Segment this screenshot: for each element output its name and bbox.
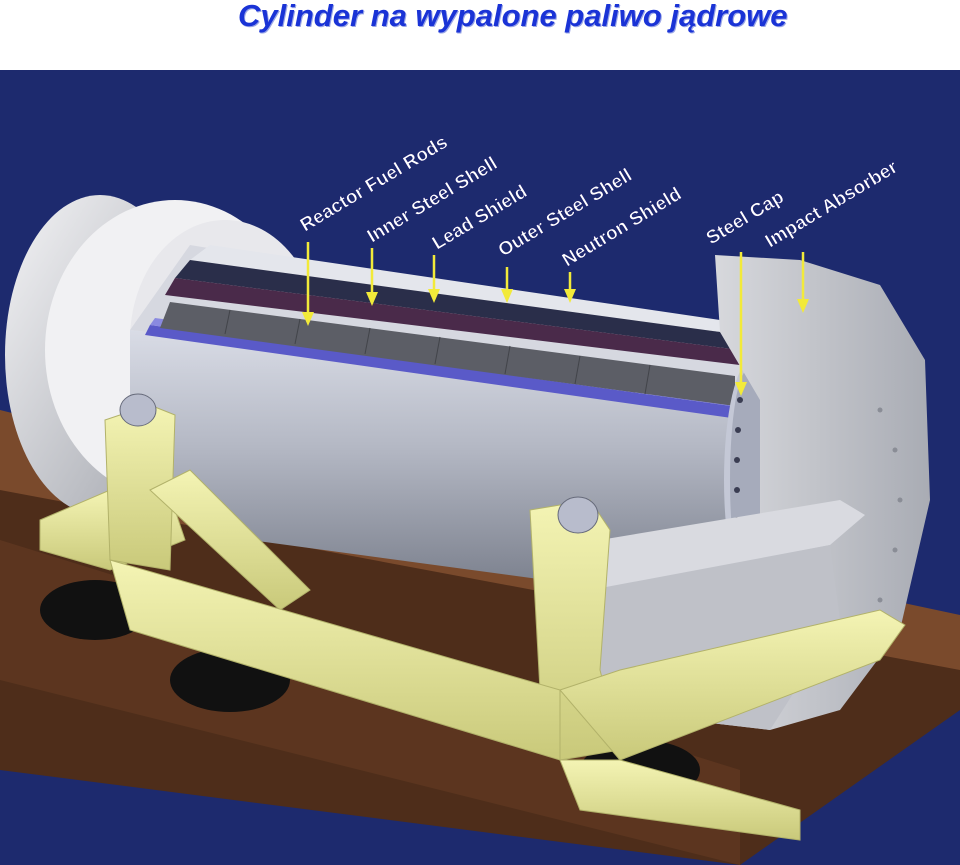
pointer-arrows xyxy=(302,242,809,396)
arrow-impact-absorber xyxy=(797,252,809,313)
cradle-pins xyxy=(119,393,599,534)
arrow-neutron-shield xyxy=(564,272,576,303)
arrow-outer-steel-shell xyxy=(501,267,513,303)
arrow-reactor-fuel-rods xyxy=(302,242,314,326)
cask-body xyxy=(130,245,780,600)
cradle xyxy=(39,404,906,841)
arrow-lead-shield xyxy=(428,255,440,303)
arrow-steel-cap xyxy=(735,252,747,396)
arrow-inner-steel-shell xyxy=(366,248,378,306)
page-title: Cylinder na wypalone paliwo jądrowe xyxy=(238,0,788,33)
cask-illustration: Reactor Fuel Rods Inner Steel Shell Lead… xyxy=(0,70,960,865)
